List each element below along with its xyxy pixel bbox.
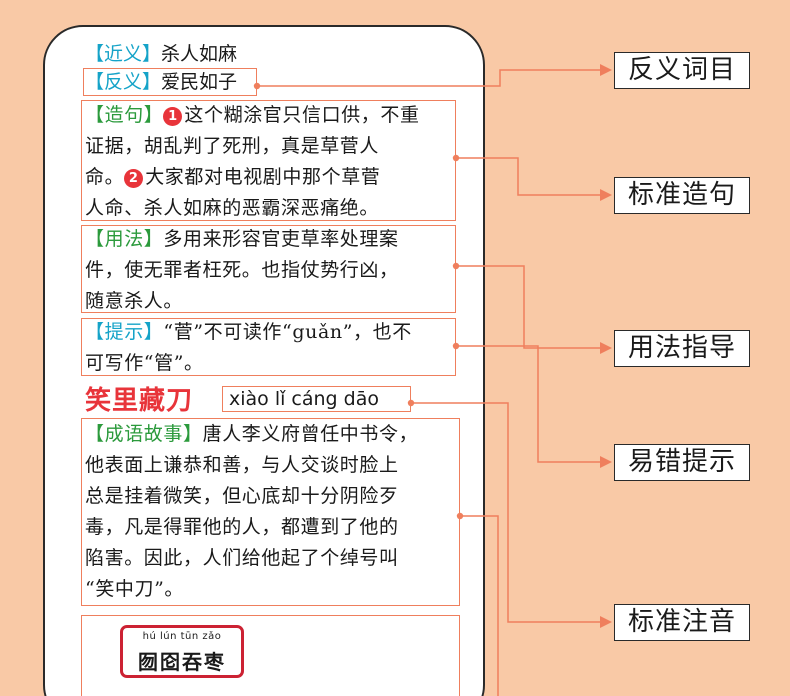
example-number-1: 1 xyxy=(163,107,183,126)
callout-tip-label: 易错提示 xyxy=(614,444,750,481)
example-tag: 【造句】 xyxy=(85,104,164,126)
connector-example xyxy=(456,157,600,196)
connector-story xyxy=(460,515,499,696)
story-line-2: 他表面上谦恭和善，与人交谈时脸上 xyxy=(85,454,399,476)
connector-dot-pinyin xyxy=(407,399,415,407)
callout-usage-label: 用法指导 xyxy=(614,330,750,367)
story-box xyxy=(81,418,460,606)
idiom-pinyin: xiào lǐ cáng dāo xyxy=(222,386,411,412)
usage-line-2: 件，使无罪者枉死。也指仗势行凶， xyxy=(85,259,399,281)
tip-line-2: 可写作“管”。 xyxy=(85,352,204,374)
arrow-tip-icon xyxy=(600,456,612,468)
synonym-tag: 【近义】 xyxy=(85,43,162,65)
synonym-row: 【近义】杀人如麻 xyxy=(85,39,237,69)
example-line-2: 证据，胡乱判了死刑，真是草菅人 xyxy=(85,135,380,157)
story-paragraph: 【成语故事】唐人李义府曾任中书令， 他表面上谦恭和善，与人交谈时脸上 总是挂着微… xyxy=(85,419,418,605)
example-line-3a: 命。 xyxy=(85,166,125,188)
idiom-title: 笑里藏刀 xyxy=(85,386,194,416)
story-line-5: 陷害。因此，人们给他起了个绰号叫 xyxy=(85,547,399,569)
example-line-4: 人命、杀人如麻的恶霸深恶痛绝。 xyxy=(85,197,380,219)
story-line-3: 总是挂着微笑，但心底却十分阴险歹 xyxy=(85,485,399,507)
idiom-stamp: hú lún tūn zǎo 囫囵吞枣 xyxy=(120,625,244,678)
example-line-1: 这个糊涂官只信口供，不重 xyxy=(184,104,420,126)
arrow-usage-icon xyxy=(600,342,612,354)
connector-pinyin xyxy=(411,402,600,623)
usage-paragraph: 【用法】多用来形容官吏草率处理案 件，使无罪者枉死。也指仗势行凶， 随意杀人。 xyxy=(85,224,399,317)
antonym-tag: 【反义】 xyxy=(85,71,162,93)
connector-dot-tip xyxy=(452,342,460,350)
usage-tag: 【用法】 xyxy=(85,228,164,250)
story-tag: 【成语故事】 xyxy=(85,423,203,445)
example-number-2: 2 xyxy=(124,169,144,188)
antonym-box xyxy=(83,68,257,96)
antonym-text: 爱民如子 xyxy=(161,71,238,93)
connector-usage xyxy=(456,265,600,349)
example-line-3b: 大家都对电视剧中那个草菅 xyxy=(145,166,381,188)
tip-paragraph: 【提示】“菅”不可读作“guǎn”，也不 可写作“管”。 xyxy=(85,317,412,379)
usage-line-1: 多用来形容官吏草率处理案 xyxy=(163,228,399,250)
next-entry-box xyxy=(81,615,460,696)
synonym-text: 杀人如麻 xyxy=(161,43,238,65)
antonym-row: 【反义】爱民如子 xyxy=(85,67,237,97)
tip-tag: 【提示】 xyxy=(85,321,164,343)
connector-tip xyxy=(456,345,600,463)
arrow-pinyin-icon xyxy=(600,616,612,628)
stamp-pinyin: hú lún tūn zǎo xyxy=(142,631,222,642)
callout-example-label: 标准造句 xyxy=(614,177,750,214)
story-line-6: “笑中刀”。 xyxy=(85,578,185,600)
book-page xyxy=(43,25,485,696)
arrow-example-icon xyxy=(600,189,612,201)
connector-antonym xyxy=(257,69,600,87)
usage-line-3: 随意杀人。 xyxy=(85,290,184,312)
tip-line-1: “菅”不可读作“guǎn”，也不 xyxy=(163,321,412,343)
stamp-seal-text: 囫囵吞枣 xyxy=(138,650,226,674)
connector-dot-story xyxy=(456,512,464,520)
connector-dot-usage xyxy=(452,262,460,270)
story-line-1: 唐人李义府曾任中书令， xyxy=(202,423,419,445)
connector-dot-example xyxy=(452,154,460,162)
arrow-antonym-icon xyxy=(600,64,612,76)
connector-dot-antonym xyxy=(253,82,261,90)
callout-antonym-label: 反义词目 xyxy=(614,52,750,89)
callout-pinyin-label: 标准注音 xyxy=(614,604,750,641)
story-line-4: 毒，凡是得罪他的人，都遭到了他的 xyxy=(85,516,399,538)
